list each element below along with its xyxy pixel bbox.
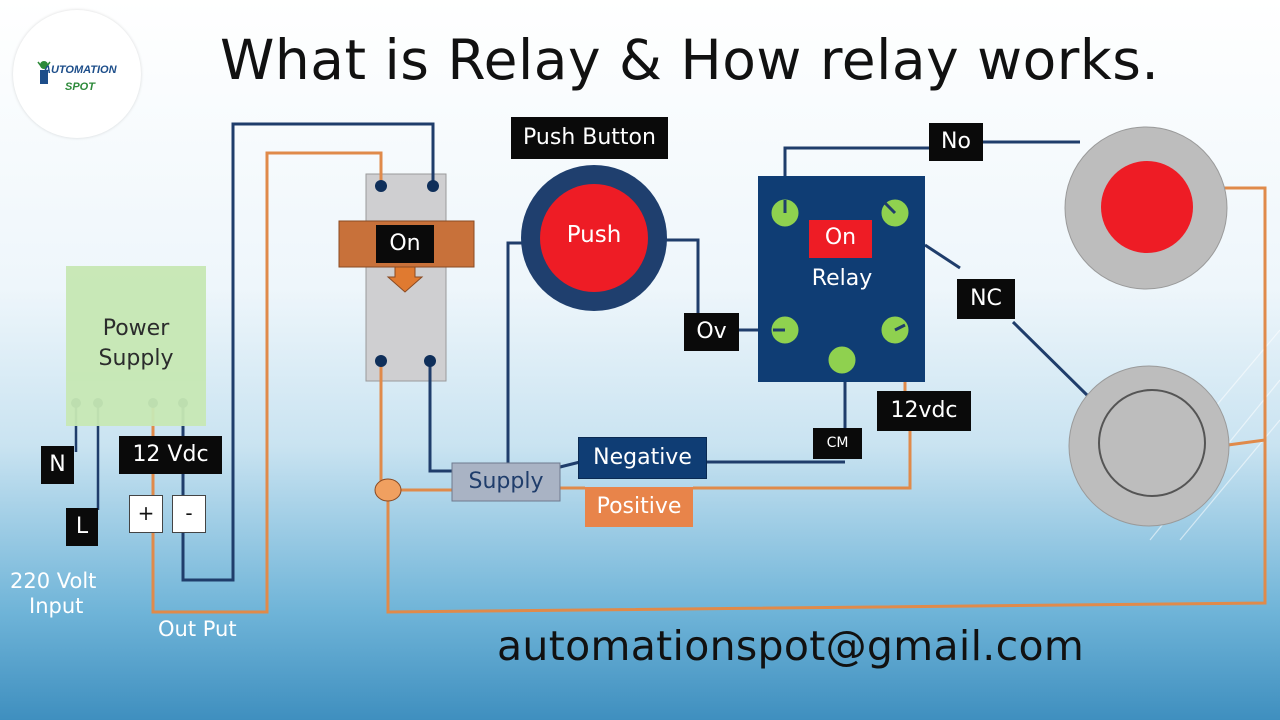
page-title: What is Relay & How relay works. bbox=[220, 28, 1160, 92]
relay-on-indicator bbox=[809, 220, 872, 258]
label-plus: + bbox=[129, 495, 163, 533]
power-supply: Power Supply bbox=[66, 266, 206, 426]
power-supply-label-1: Power bbox=[102, 316, 170, 341]
label-220-volt: 220 Volt bbox=[10, 569, 97, 593]
label-no: No bbox=[929, 123, 983, 161]
lamp-on-red bbox=[1101, 161, 1193, 253]
label-push: Push bbox=[566, 222, 622, 248]
label-negative: Negative bbox=[578, 437, 707, 479]
label-relay-on: On bbox=[824, 225, 857, 250]
switch-arrow-icon bbox=[386, 266, 424, 293]
label-ov: Ov bbox=[684, 313, 739, 351]
label-nc: NC bbox=[957, 279, 1015, 319]
label-push-button: Push Button bbox=[511, 117, 668, 159]
label-minus: - bbox=[172, 495, 206, 533]
lamp-off-inner bbox=[1098, 389, 1206, 497]
label-relay: Relay bbox=[811, 266, 873, 291]
label-switch-on: On bbox=[376, 225, 434, 263]
label-12vdc-relay: 12vdc bbox=[877, 391, 971, 431]
push-button-cap bbox=[540, 184, 648, 292]
logo-text-automation: AUTOMATION bbox=[43, 64, 117, 76]
label-positive: Positive bbox=[585, 487, 693, 527]
switch-body bbox=[365, 173, 447, 382]
label-12vdc-ps: 12 Vdc bbox=[119, 436, 222, 474]
label-l: L bbox=[66, 508, 98, 546]
supply-box bbox=[451, 462, 561, 502]
logo-text-spot: SPOT bbox=[65, 81, 95, 93]
power-supply-label-2: Supply bbox=[98, 346, 174, 371]
logo: AUTOMATION SPOT bbox=[13, 10, 141, 138]
label-output: Out Put bbox=[158, 617, 237, 641]
logo-person-icon bbox=[37, 61, 51, 84]
contact-email: automationspot@gmail.com bbox=[497, 622, 1085, 670]
label-input: Input bbox=[29, 594, 84, 618]
junction-node bbox=[374, 478, 402, 502]
label-n: N bbox=[41, 446, 74, 484]
blue-wires bbox=[181, 122, 1092, 582]
label-cm: CM bbox=[813, 428, 862, 459]
label-supply: Supply bbox=[468, 469, 544, 494]
